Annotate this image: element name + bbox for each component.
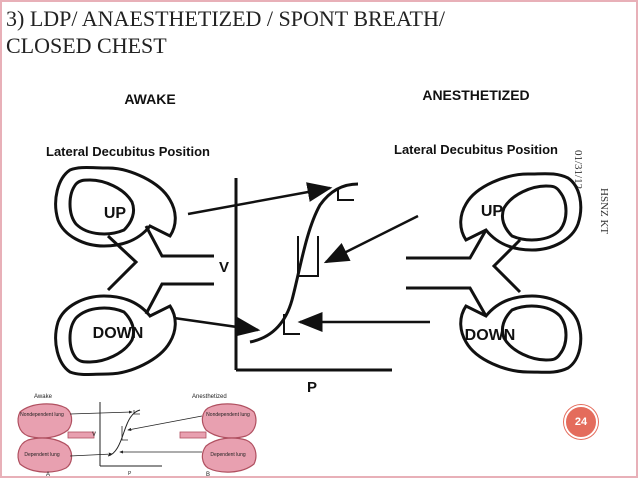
inset-arrow-3 — [127, 415, 203, 431]
anesthetized-up-lung-inner — [500, 184, 568, 242]
arrow-anesthetized-up — [323, 214, 419, 264]
awake-trachea — [106, 225, 214, 315]
inset-anesthetized-down-lung — [201, 437, 257, 473]
x-axis-label: P — [307, 379, 317, 396]
inset-compliance-curve — [107, 409, 141, 457]
inset-awake-trachea — [67, 431, 95, 439]
inset-dependent-label-left: Dependent lung — [24, 452, 60, 458]
awake-lungs — [54, 166, 177, 376]
inset-step-middle — [121, 426, 128, 441]
inset-arrow-1 — [69, 410, 133, 415]
inset-anesthetized-up-lung — [201, 403, 257, 439]
inset-dependent-label-right: Dependent lung — [210, 452, 246, 458]
awake-label: AWAKE — [124, 91, 175, 107]
inset-x-axis-label: P — [128, 471, 132, 477]
inset-panel-b-label: B — [206, 472, 210, 478]
anesthetized-down-lung-inner — [500, 304, 568, 362]
anesthetized-up-label: UP — [481, 203, 504, 220]
inset-y-axis-label: V — [92, 432, 96, 438]
slide-title: 3) LDP/ ANAESTHETIZED / SPONT BREATH/ CL… — [6, 5, 566, 59]
awake-down-lung — [54, 294, 177, 376]
anesthetized-down-label: DOWN — [465, 327, 516, 344]
inset-diagram: Awake Anesthetized Nondependent lung Dep… — [17, 394, 257, 478]
inset-nondependent-label-right: Nondependent lung — [206, 412, 250, 418]
anesthetized-label: ANESTHETIZED — [422, 87, 529, 103]
y-axis-label: V — [219, 259, 229, 276]
page-number-badge: 24 — [564, 405, 598, 439]
anesthetized-down-lung — [459, 294, 583, 374]
anesthetized-lungs — [459, 172, 583, 374]
title-line-2: CLOSED CHEST — [6, 33, 167, 58]
awake-down-label: DOWN — [93, 325, 144, 342]
inset-step-top — [133, 410, 140, 415]
awake-down-lung-inner — [68, 306, 136, 364]
awake-up-lung-inner — [68, 178, 136, 236]
position-label-left: Lateral Decubitus Position — [46, 144, 210, 159]
awake-up-label: UP — [104, 205, 127, 222]
inset-awake-label: Awake — [34, 394, 53, 400]
compliance-curve — [249, 182, 359, 344]
title-line-1: 3) LDP/ ANAESTHETIZED / SPONT BREATH/ — [6, 6, 445, 31]
inset-awake-down-lung — [17, 437, 73, 473]
step-top — [337, 188, 354, 201]
anesthetized-trachea — [406, 229, 522, 317]
awake-up-lung — [54, 166, 177, 248]
inset-anesthetized-trachea — [179, 431, 207, 439]
anesthetized-up-lung — [459, 172, 583, 252]
inset-awake-up-lung — [17, 403, 73, 439]
compliance-axes — [234, 178, 392, 372]
step-middle — [297, 236, 319, 277]
inset-anesthetized-label: Anesthetized — [192, 394, 227, 400]
step-bottom — [283, 314, 300, 335]
arrow-awake-down — [173, 316, 261, 337]
inset-nondependent-label-left: Nondependent lung — [20, 412, 64, 418]
inset-arrow-2 — [69, 452, 113, 457]
inset-panel-a-label: A — [46, 472, 50, 478]
position-label-right: Lateral Decubitus Position — [394, 142, 558, 157]
arrow-awake-up — [187, 182, 333, 216]
